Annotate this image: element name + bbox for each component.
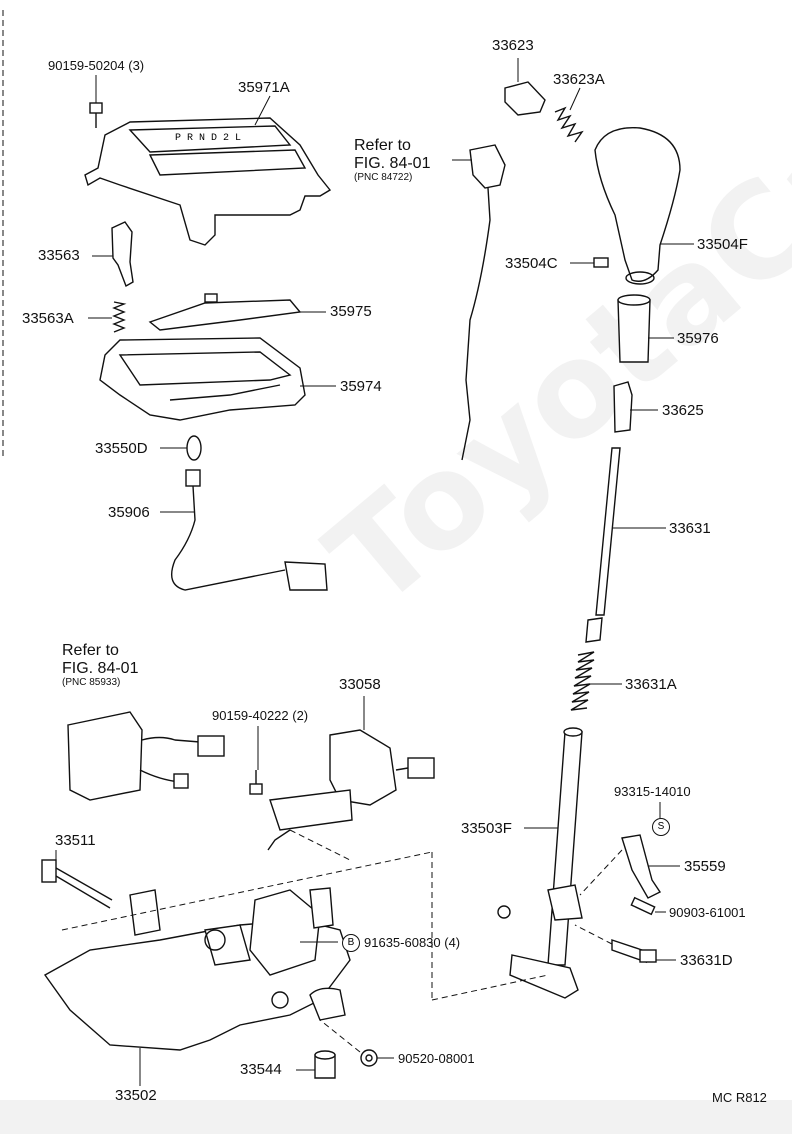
- sensor-84722: [452, 144, 506, 461]
- label-35559: 35559: [684, 858, 726, 875]
- label-33631A: 33631A: [625, 676, 677, 693]
- label-33504F: 33504F: [697, 236, 748, 253]
- bolt-90159-50204: [89, 75, 103, 128]
- label-90159-50204: 90159-50204 (3): [48, 58, 145, 73]
- label-90159-40222: 90159-40222 (2): [212, 708, 309, 723]
- housing-35974: [99, 337, 336, 421]
- svg-text:P R N D 2 L: P R N D 2 L: [175, 133, 241, 144]
- footer-code: MC R812: [712, 1090, 767, 1105]
- bolt-33511: [41, 850, 113, 909]
- label-35906: 35906: [108, 504, 150, 521]
- label-33623A: 33623A: [553, 71, 605, 88]
- spring-33563A: [88, 301, 127, 333]
- ref1-pnc: (PNC 84722): [354, 172, 413, 183]
- spring-33631A: [570, 651, 622, 711]
- label-90903-61001: 90903-61001: [669, 905, 746, 920]
- ref1-line1: Refer to: [354, 137, 411, 154]
- label-35976: 35976: [677, 330, 719, 347]
- label-93315-14010: 93315-14010: [614, 784, 691, 799]
- s-symbol-icon: S: [652, 818, 670, 836]
- bracket-33625: [613, 381, 658, 433]
- label-33563: 33563: [38, 247, 80, 264]
- spring-33623A: [554, 87, 584, 143]
- label-33502: 33502: [115, 1087, 157, 1104]
- label-33511: 33511: [55, 832, 96, 849]
- label-33503F: 33503F: [461, 820, 512, 837]
- label-33550D: 33550D: [95, 440, 148, 457]
- controller-85933: [67, 711, 225, 801]
- pin-90903-61001: [630, 896, 666, 916]
- label-91635-60830: 91635-60830 (4): [364, 935, 461, 950]
- label-33625: 33625: [662, 402, 704, 419]
- rod-33631: [585, 447, 666, 643]
- label-33623: 33623: [492, 37, 534, 54]
- label-35975: 35975: [330, 303, 372, 320]
- label-35974: 35974: [340, 378, 382, 395]
- ref2-line2: FIG. 84-01: [62, 660, 139, 677]
- bulb-33550D: [160, 435, 202, 461]
- solenoid-33058: [267, 696, 435, 861]
- label-33544: 33544: [240, 1061, 282, 1078]
- label-33631: 33631: [669, 520, 711, 537]
- knob-33504F: [594, 126, 694, 285]
- ref2-line1: Refer to: [62, 642, 119, 659]
- screw-33504C: [570, 257, 609, 268]
- label-33058: 33058: [339, 676, 381, 693]
- label-33563A: 33563A: [22, 310, 74, 327]
- ref2-pnc: (PNC 85933): [62, 677, 121, 688]
- label-33631D: 33631D: [680, 952, 733, 969]
- ref1-line2: FIG. 84-01: [354, 155, 431, 172]
- base-33502: [43, 851, 549, 1086]
- label-90520-08001: 90520-08001: [398, 1051, 475, 1066]
- lever-33503F: [497, 727, 583, 999]
- harness-35906: [160, 469, 328, 591]
- indicator-housing-35971A: P R N D 2 L: [84, 95, 332, 246]
- detent-33563: [92, 221, 134, 288]
- button-33623: [504, 58, 546, 116]
- label-33504C: 33504C: [505, 255, 558, 272]
- bolt-90159-40222: [249, 726, 263, 795]
- sleeve-35976: [617, 294, 674, 363]
- link-35559: [579, 834, 680, 899]
- bushing-33544: [296, 1050, 336, 1079]
- b-symbol-icon: B: [342, 934, 360, 952]
- pin-33631D: [574, 924, 676, 964]
- plate-35975: [148, 293, 326, 331]
- label-35971A: 35971A: [238, 79, 290, 96]
- clip-90520-08001: [319, 1019, 394, 1067]
- footer-bar: MC R812: [0, 1091, 792, 1134]
